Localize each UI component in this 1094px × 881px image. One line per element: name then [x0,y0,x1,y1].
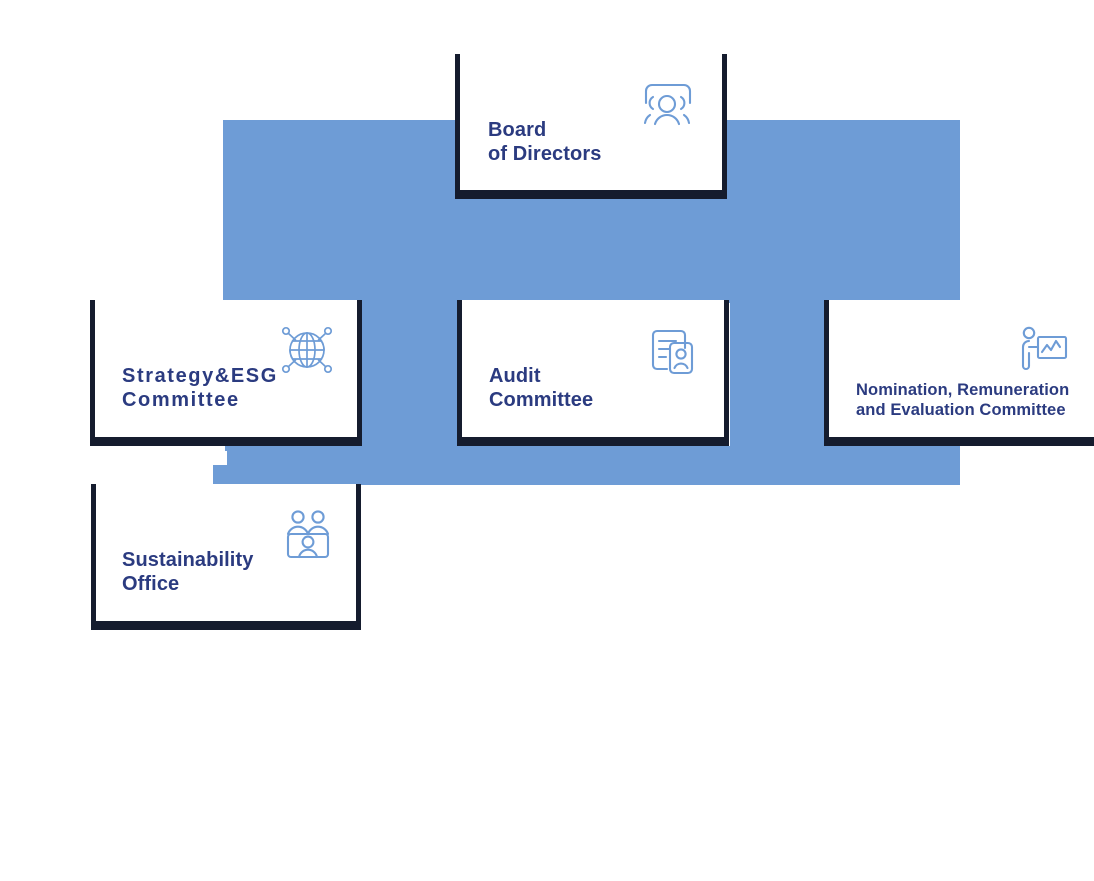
card-sheet [462,300,724,437]
card-frame-left [455,54,463,199]
card-frame-bottom [90,436,362,446]
card-frame-bottom [457,436,729,446]
card-frame-right [354,300,362,446]
card-frame-left [457,300,465,446]
node-label-board-of-directors: Board of Directors [488,119,602,166]
card-frame-bottom [455,189,727,199]
card-sheet [829,300,1094,437]
node-sustainability-office[interactable]: Sustainability Office [91,484,361,630]
card-frame-bottom [91,620,361,630]
node-strategy-esg-committee[interactable]: Strategy&ESG Committee [90,300,362,446]
card-frame-right [353,484,361,630]
presenter-chart-icon [1018,325,1068,373]
node-board-of-directors[interactable]: Board of Directors [455,54,727,199]
card-frame-right [721,300,729,446]
card-frame-left [91,484,99,630]
connector-band-lower-step [213,465,233,485]
globe-network-icon [278,319,336,381]
card-frame-right [719,54,727,199]
connector-band-gap-right [730,303,825,446]
team-table-icon [282,508,334,564]
group-of-people-icon [640,81,696,133]
connector-band-gap-left [360,303,458,446]
card-sheet [95,300,357,437]
node-audit-committee[interactable]: Audit Committee [457,300,729,446]
document-person-icon [649,328,695,376]
connector-band-lower [227,446,960,485]
node-label-audit-committee: Audit Committee [489,365,594,412]
node-label-sustainability-office: Sustainability Office [122,549,254,596]
node-label-nomination-remuneration-evaluation-committee: Nomination, Remuneration and Evaluation … [856,381,1070,420]
card-frame-left [824,300,832,446]
node-label-strategy-esg-committee: Strategy&ESG Committee [122,365,278,412]
card-frame-left [90,300,98,446]
node-nomination-remuneration-evaluation-committee[interactable]: Nomination, Remuneration and Evaluation … [824,300,1094,446]
card-frame-bottom [824,436,1094,446]
card-sheet [96,484,356,621]
